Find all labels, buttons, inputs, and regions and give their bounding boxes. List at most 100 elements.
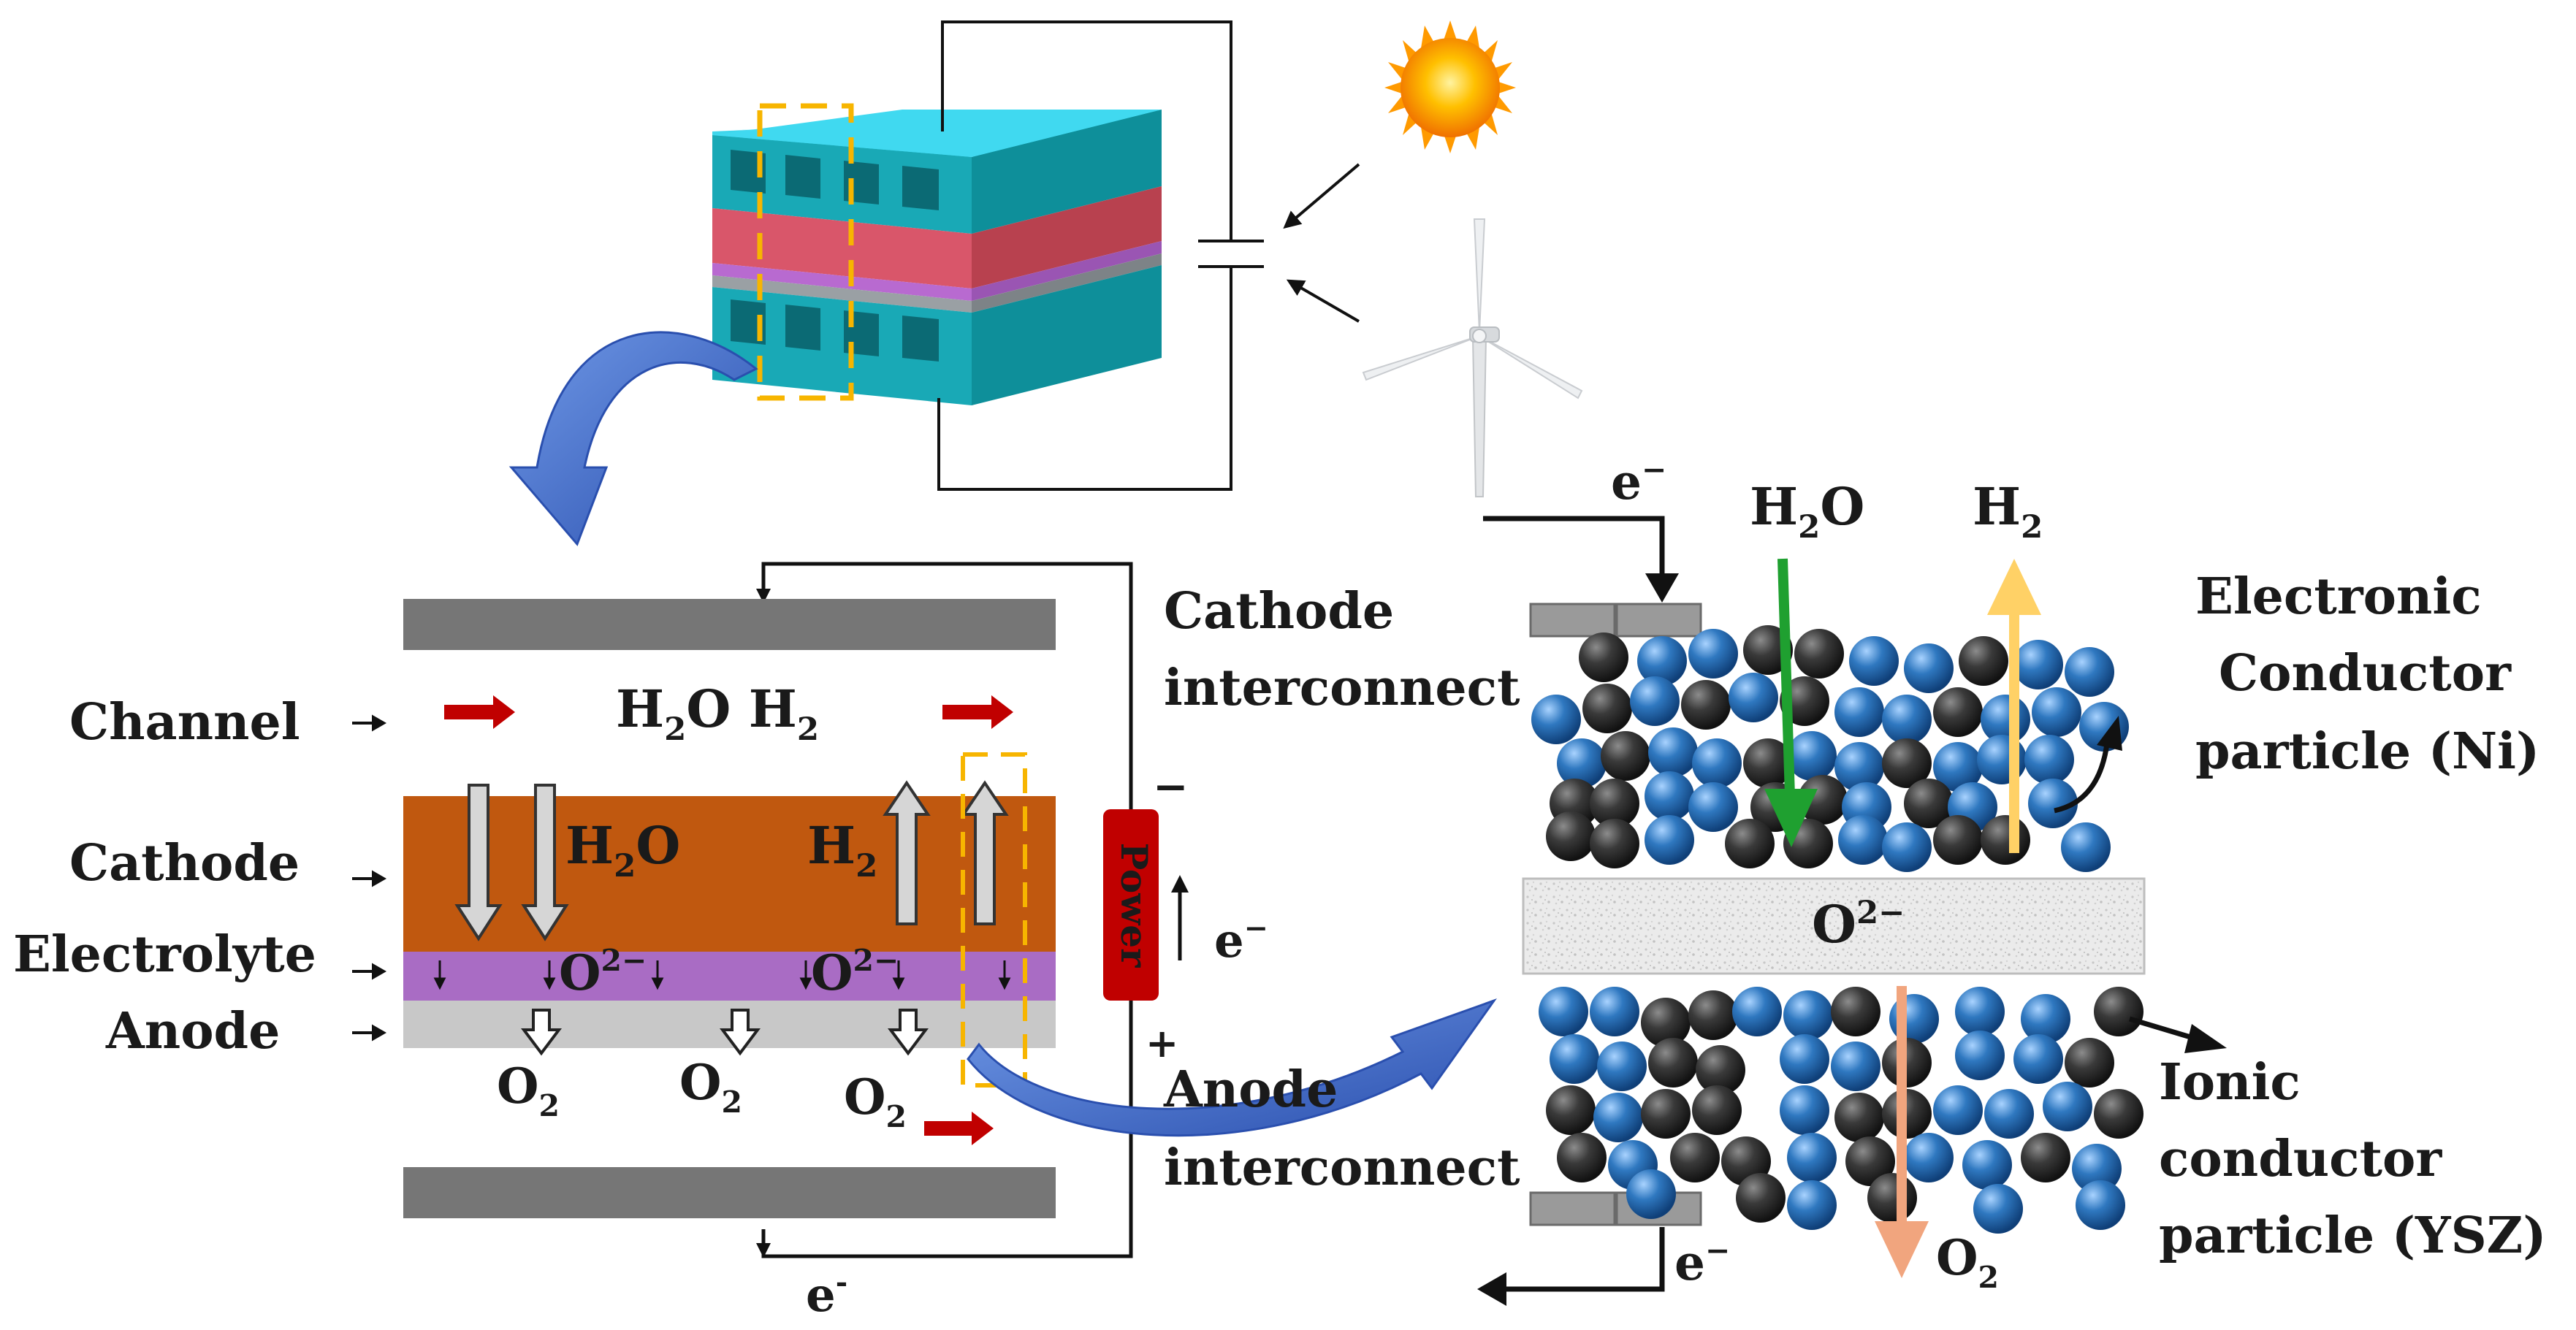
ysz-particle — [2021, 994, 2070, 1044]
ysz-particle — [1637, 636, 1687, 686]
ni-particle — [1725, 819, 1775, 868]
cathode-h2-label: H2 — [807, 815, 877, 884]
ni-particle — [1601, 731, 1650, 781]
ni-particle — [1688, 990, 1738, 1040]
ni-particle — [1670, 1133, 1720, 1182]
electronic-label-3: particle (Ni) — [2195, 722, 2539, 781]
top-interconnect — [403, 599, 1056, 650]
wind-arrow — [1286, 279, 1360, 323]
electrolyte-o2ion-label-2: O2− — [811, 943, 899, 1001]
ysz-particle — [1780, 1034, 1829, 1084]
ionic-label-1: Ionic — [2159, 1053, 2301, 1112]
electrolyte-label: Electrolyte — [13, 925, 316, 984]
ni-particle — [1648, 1038, 1698, 1088]
ysz-particle — [1539, 987, 1588, 1036]
zoom-h2-label: H2 — [1973, 476, 2043, 546]
ysz-particle — [2013, 640, 2063, 689]
ni-particle — [1546, 811, 1596, 861]
ysz-particle — [1688, 629, 1738, 679]
zoom-h2-arrow — [1987, 559, 2041, 853]
ysz-particle — [1645, 771, 1694, 821]
ni-particle — [1798, 775, 1848, 825]
ysz-particle — [1882, 822, 1932, 872]
upper-hole-1 — [731, 150, 766, 194]
upper-hole-4 — [902, 166, 939, 210]
source-wiring — [937, 20, 1264, 491]
ysz-particle — [1984, 1089, 2034, 1139]
ni-particle — [1692, 1085, 1742, 1135]
block-purple-side — [972, 241, 1162, 301]
ni-particle — [2065, 1038, 2114, 1088]
ni-particle — [1831, 987, 1880, 1036]
ysz-particle — [1787, 1133, 1837, 1182]
electronic-label-1: Electronic — [2195, 567, 2482, 626]
block-upper-front — [712, 135, 972, 234]
ysz-particle — [1692, 738, 1742, 788]
zoom-top-electron-label: e− — [1611, 452, 1666, 511]
ysz-particle — [1783, 990, 1833, 1040]
ni-particle — [1641, 1089, 1691, 1139]
channel-species-label: H2O H2 — [616, 679, 819, 748]
ysz-particle — [1645, 815, 1694, 865]
ni-particle — [1582, 684, 1632, 733]
ni-particle — [1834, 1093, 1884, 1142]
stack-callout-box — [757, 103, 854, 401]
ysz-particle — [1834, 687, 1884, 737]
ysz-particle — [1626, 1169, 1676, 1219]
ni-particle — [1557, 1133, 1607, 1182]
channel-label: Channel — [69, 693, 300, 752]
ysz-particle — [1904, 1133, 1954, 1182]
upper-hole-2 — [785, 155, 820, 199]
electrolyte-small-arrows — [433, 960, 1011, 990]
cathode-h2o-label: H2O — [565, 815, 680, 884]
power-minus-label: − — [1153, 762, 1189, 811]
ni-particle — [1681, 680, 1731, 730]
ni-particle — [2021, 1133, 2070, 1182]
ysz-particle — [1787, 731, 1837, 781]
ysz-particle — [2028, 779, 2078, 828]
power-plus-label: + — [1146, 1020, 1178, 1066]
ysz-particle — [1729, 673, 1778, 722]
ni-particle — [1641, 998, 1691, 1047]
ysz-particle — [1962, 1140, 2012, 1190]
ni-particle — [1743, 738, 1793, 788]
ysz-particle — [1882, 695, 1932, 744]
ni-particle — [1904, 779, 1954, 828]
ysz-particle — [2076, 1180, 2125, 1230]
ysz-particle — [1630, 676, 1680, 726]
ni-particle — [1579, 632, 1628, 682]
block-grey-front — [712, 275, 972, 313]
zoom-o2-arrow — [1875, 986, 1929, 1278]
channel-flow-arrows — [444, 695, 1013, 1145]
lower-hole-4 — [902, 316, 939, 362]
ysz-particle — [2061, 822, 2111, 872]
ysz-particle — [2032, 687, 2081, 737]
ysz-particle — [2013, 1034, 2063, 1084]
ni-particle — [1696, 1045, 1745, 1095]
anode-interconnect-label-2: interconnect — [1164, 1139, 1520, 1197]
anode-interconnect-label-1: Anode — [1163, 1060, 1338, 1119]
stack-block — [712, 103, 1162, 405]
zoom-bottom-electron-wire — [1477, 1227, 1665, 1306]
ysz-particle — [1597, 1042, 1647, 1091]
lower-hole-1 — [731, 299, 766, 345]
zoom-h2o-label: H2O — [1750, 476, 1864, 546]
ni-particle — [1882, 738, 1932, 788]
lower-hole-2 — [785, 305, 820, 351]
ysz-particle — [1732, 987, 1782, 1036]
ni-particle — [1959, 636, 2008, 686]
sun-arrow — [1283, 163, 1360, 229]
ni-particle — [1546, 1085, 1596, 1135]
block-red-side — [972, 186, 1162, 288]
zoom-bottom-tab-1 — [1529, 1191, 1616, 1226]
electronic-label-2: Conductor — [2219, 644, 2512, 703]
cathode-label: Cathode — [69, 834, 300, 893]
ysz-particle — [1973, 1184, 2023, 1234]
cathode-gas-arrows — [454, 780, 1009, 941]
ni-particle — [1867, 1173, 1917, 1223]
anode-o2-arrows — [521, 1009, 929, 1056]
block-red-front — [712, 208, 972, 288]
power-source — [1103, 809, 1159, 1001]
anode-o2-label-2: O2 — [679, 1054, 742, 1120]
block-grey-side — [972, 253, 1162, 313]
